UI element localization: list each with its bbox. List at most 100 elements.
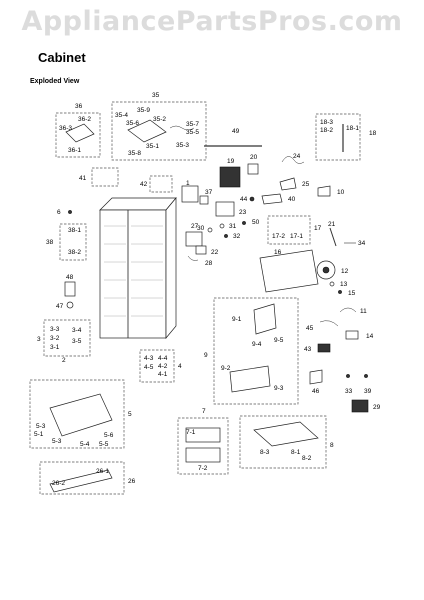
callout-3: 3 [37,336,41,343]
callout-3-5: 3-5 [72,338,82,345]
callout-40: 40 [288,196,296,203]
callout-8: 8 [330,442,334,449]
callout-35-8: 35-8 [128,150,141,157]
callout-13: 13 [340,281,348,288]
part-25 [279,177,297,191]
section-subtitle: Exploded View [30,78,80,85]
group-41-box [91,167,119,187]
page-title: Cabinet [38,50,86,65]
callout-17: 17 [314,225,322,232]
callout-39: 39 [364,388,372,395]
callout-32: 32 [233,233,241,240]
callout-18: 18 [369,130,377,137]
part-46 [309,369,323,385]
part-24: 24 [281,153,305,164]
callout-35-5: 35-5 [186,129,199,136]
callout-9-2: 9-2 [221,365,231,372]
parts-48-47: 48 47 [56,274,76,310]
group-7-box [177,417,229,475]
part-45-hose [319,320,339,327]
callout-5-6: 5-6 [104,432,114,439]
callout-47: 47 [56,303,64,310]
part-35-cover [127,119,167,143]
callout-5-1: 5-1 [34,431,44,438]
part-29 [351,399,369,413]
part-13 [329,281,335,287]
part-36-bracket [65,123,95,143]
callout-43: 43 [304,346,312,353]
part-44-screw [249,196,255,202]
callout-8-3: 8-3 [260,449,270,456]
part-35-wire [169,125,195,131]
callout-8-2: 8-2 [302,455,312,462]
callout-22: 22 [211,249,219,256]
callout-1: 1 [186,180,190,187]
cabinet-top [99,197,177,211]
callout-7-2: 7-2 [198,465,208,472]
part-9-3-tray [229,365,271,393]
callout-35-9: 35-9 [137,107,150,114]
callout-11: 11 [360,308,367,315]
part-7-2-rack [185,447,221,463]
part-1-panel [181,185,199,203]
part-21-rod [329,227,337,247]
site-watermark: AppliancePartsPros.com [21,6,403,37]
callout-44: 44 [240,196,248,203]
part-22 [195,245,207,255]
callout-31: 31 [229,223,237,230]
callout-35-1: 35-1 [146,143,159,150]
callout-5: 5 [128,411,132,418]
callout-36: 36 [75,103,83,110]
part-48 [64,281,76,297]
group-38: 38-1 38-2 38 [46,223,87,261]
part-30 [207,227,213,233]
callout-30: 30 [197,225,205,232]
part-7-1-rack [185,427,221,443]
callout-50: 50 [252,219,260,226]
parts-25-10: 25 10 [279,177,345,197]
part-5-drawer-frame [49,393,113,437]
part-16-panel [259,249,319,293]
callout-24: 24 [293,153,301,160]
callout-9: 9 [204,352,208,359]
callout-35-2: 35-2 [153,116,166,123]
part-19-module [219,166,241,188]
part-15 [338,290,342,294]
callout-7: 7 [202,408,206,415]
part-14 [345,330,359,340]
callout-49: 49 [232,128,240,135]
callout-16: 16 [274,249,282,256]
callout-6: 6 [57,209,61,216]
callout-26-1: 26-1 [96,468,109,475]
group-9-box [213,297,299,405]
callout-12: 12 [341,268,349,275]
callout-4-2: 4-2 [158,363,168,370]
callout-4-1: 4-1 [158,371,168,378]
group-9: 9-1 9-5 9-4 9-2 9-3 9 [204,297,299,405]
group-4: 4-3 4-4 4-5 4-2 4-1 4 [139,349,182,383]
group-26: 26-1 26-2 26 [39,461,136,495]
group-3: 3-3 3-4 3-2 3-5 3-1 3 2 [37,319,91,364]
callout-10: 10 [337,189,345,196]
callout-3-1: 3-1 [50,344,60,351]
group-35: 35 35-9 35-2 35-4 35-6 35-7 35-5 35-1 35… [111,92,207,161]
cabinet-shelves [104,225,163,317]
part-43 [317,343,331,353]
callout-18-1: 18-1 [346,125,359,132]
callout-19: 19 [227,158,235,165]
part-23 [215,201,235,217]
callout-5-5: 5-5 [99,441,109,448]
callout-35-6: 35-6 [126,120,139,127]
callout-5-4: 5-4 [80,441,90,448]
part-8-cover [253,421,319,447]
callout-35-4: 35-4 [115,112,128,119]
group-42-box [149,175,173,193]
callout-38-1: 38-1 [68,227,81,234]
group-3-box [43,319,91,357]
part-40 [261,193,283,205]
callout-37: 37 [205,189,213,196]
callout-7-1: 7-1 [186,429,196,436]
callout-29: 29 [373,404,381,411]
part-27-box [185,231,203,247]
